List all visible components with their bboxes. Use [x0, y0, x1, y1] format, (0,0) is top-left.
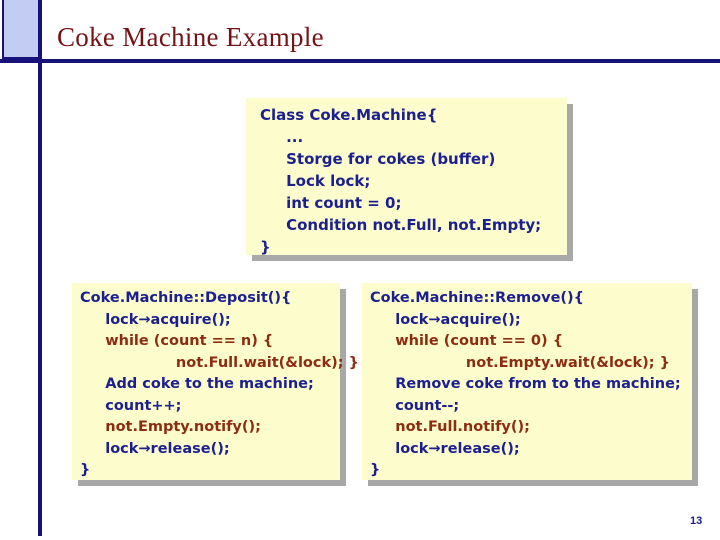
decorative-vertical-rule	[38, 0, 42, 536]
slide-number: 13	[690, 515, 703, 527]
code-line: not.Empty.notify();	[80, 419, 261, 435]
code-line: Remove coke from to the machine;	[370, 376, 681, 392]
code-line: Lock lock;	[260, 172, 371, 190]
code-line: int count = 0;	[260, 194, 402, 212]
code-line: Coke.Machine::Deposit(){	[80, 290, 292, 306]
code-line: while (count == 0) {	[370, 333, 564, 349]
code-line: lock→acquire();	[370, 311, 521, 328]
code-line: Add coke to the machine;	[80, 376, 314, 392]
page-title: Coke Machine Example	[57, 22, 324, 52]
code-line: not.Full.wait(&lock); }	[80, 354, 359, 371]
code-line: }	[370, 462, 381, 478]
code-line: Coke.Machine::Remove(){	[370, 290, 584, 306]
code-line: not.Empty.wait(&lock); }	[370, 354, 670, 371]
code-line: lock→release();	[370, 440, 520, 457]
code-line: count++;	[80, 397, 182, 414]
code-line: not.Full.notify();	[370, 419, 530, 435]
code-line: lock→acquire();	[80, 311, 231, 328]
code-line: }	[80, 462, 91, 478]
class-definition-box: Class Coke.Machine{ ... Storge for cokes…	[246, 98, 567, 256]
decorative-square	[2, 0, 40, 59]
code-line: Class Coke.Machine{	[260, 106, 438, 124]
decorative-horizontal-rule	[0, 59, 720, 63]
code-line: Storge for cokes (buffer)	[260, 150, 496, 168]
code-line: count--;	[370, 397, 460, 414]
remove-method-box: Coke.Machine::Remove(){ lock→acquire(); …	[362, 283, 692, 480]
code-line: ...	[260, 128, 304, 146]
code-line: }	[260, 238, 271, 256]
deposit-method-box: Coke.Machine::Deposit(){ lock→acquire();…	[72, 283, 359, 480]
code-line: Condition not.Full, not.Empty;	[260, 216, 542, 234]
code-line: while (count == n) {	[80, 333, 274, 349]
code-line: lock→release();	[80, 440, 230, 457]
